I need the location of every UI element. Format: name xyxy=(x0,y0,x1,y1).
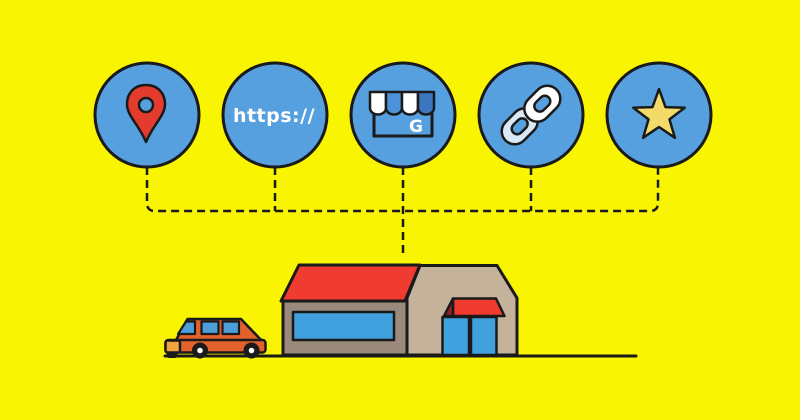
signal-review-star xyxy=(605,61,713,169)
car-front-wheel xyxy=(243,342,260,359)
https-url-icon: https:// xyxy=(233,105,315,127)
signal-location xyxy=(93,61,201,169)
location-pin-icon xyxy=(125,83,167,144)
building-door-left-panel xyxy=(441,315,471,357)
car-rear-wheel xyxy=(192,342,208,359)
car-tailgate xyxy=(164,339,182,354)
building-roof xyxy=(279,263,422,303)
wheel-hub xyxy=(248,347,255,354)
gmb-awning-stripe-1 xyxy=(368,90,388,116)
door-awning-front xyxy=(451,297,506,318)
gmb-awning-stripe-4 xyxy=(416,90,436,116)
google-my-business-icon: G xyxy=(368,90,436,138)
gmb-awning-stripe-2 xyxy=(384,90,404,116)
link-ring-lower-hole xyxy=(510,117,529,136)
station-wagon-car xyxy=(164,317,267,359)
gmb-circle xyxy=(349,61,457,169)
link-ring-upper-hole xyxy=(533,94,552,113)
building-door-right-panel xyxy=(469,315,498,357)
building-window xyxy=(291,310,396,342)
car-side-window-2 xyxy=(221,320,241,336)
gmb-awning-stripe-3 xyxy=(400,90,420,116)
gmb-g-letter: G xyxy=(409,117,423,137)
wheel-hub xyxy=(197,347,203,354)
star-icon xyxy=(632,87,686,140)
storefront-building xyxy=(279,263,519,357)
door-awning-side xyxy=(442,297,455,318)
dashed-connectors xyxy=(145,167,660,257)
signal-google-my-business: G xyxy=(349,61,457,169)
signal-https: https:// xyxy=(221,61,329,169)
signal-backlink xyxy=(477,61,585,169)
car-side-window-1 xyxy=(200,320,220,336)
connector-main-line xyxy=(145,167,660,213)
https-circle xyxy=(221,61,329,169)
car-rear-window xyxy=(176,320,197,336)
location-pin-hole xyxy=(137,96,155,114)
link-icon xyxy=(500,84,562,146)
